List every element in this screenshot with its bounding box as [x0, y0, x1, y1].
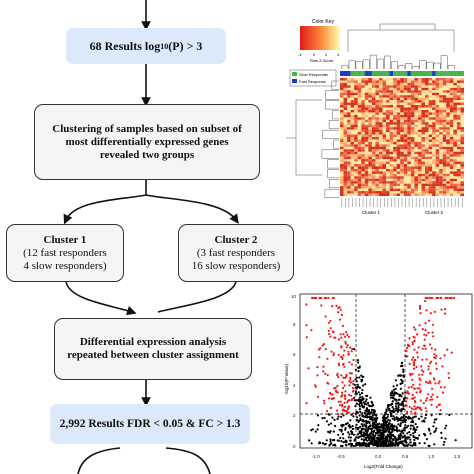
- clustering-line-1: Clustering of samples based on subset of: [52, 122, 242, 135]
- results-top-pre: 68 Results log: [89, 38, 161, 53]
- clustering-box: Clustering of samples based on subset of…: [34, 104, 260, 180]
- results-bottom-text: 2,992 Results FDR < 0.05 & FC > 1.3: [59, 418, 241, 430]
- cluster-1-box: Cluster 1 (12 fast responders 4 slow res…: [6, 224, 124, 282]
- arrow-split-left: [63, 180, 147, 225]
- cluster-1-title: Cluster 1: [43, 233, 87, 246]
- arrow-split-right: [145, 194, 239, 224]
- results-box-bottom: 2,992 Results FDR < 0.05 & FC > 1.3: [50, 404, 250, 444]
- cluster-1-line-2: 4 slow responders): [23, 259, 107, 272]
- cluster-2-title: Cluster 2: [214, 233, 258, 246]
- arrow-merge-right: [157, 281, 237, 313]
- clustering-line-2: most differentially expressed genes: [65, 135, 229, 148]
- results-top-sub: 10: [160, 41, 169, 51]
- cluster-2-line-2: 16 slow responders): [191, 259, 281, 272]
- differential-expression-box: Differential expression analysis repeate…: [54, 318, 252, 380]
- results-top-post: (P) > 3: [168, 38, 203, 53]
- cluster-2-line-1: (3 fast responders: [196, 246, 276, 259]
- arrow-bottom-out: [77, 447, 211, 474]
- diff-expr-line-2: repeated between cluster assignment: [67, 349, 239, 361]
- clustering-line-3: revealed two groups: [99, 148, 195, 161]
- arrow-merge-left: [65, 281, 137, 316]
- cluster-2-box: Cluster 2 (3 fast responders 16 slow res…: [178, 224, 294, 282]
- cluster-1-line-1: (12 fast responders: [23, 246, 107, 259]
- diff-expr-line-1: Differential expression analysis: [79, 336, 227, 348]
